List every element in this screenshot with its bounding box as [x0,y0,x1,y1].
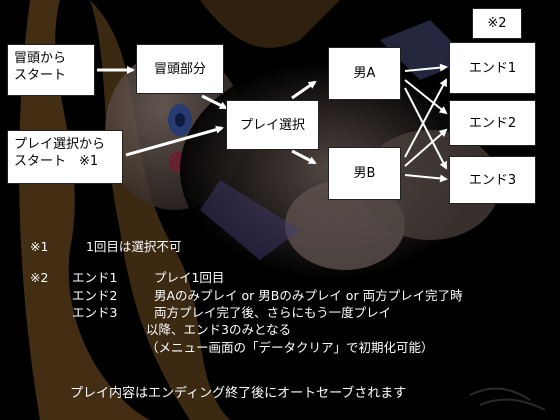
note2-ending-2: エンド2 [71,288,118,303]
arrow-mana-to-end3 [404,87,447,170]
note2-row-2: エンド2 男Aのみプレイ or 男Bのみプレイ or 両方プレイ完了時 [30,288,463,303]
arrow-manb-to-end3 [404,174,448,183]
arrow-select-to-mana [291,80,317,100]
man-b-box: 男B [328,147,401,200]
arrow-selectstart-to-select [125,125,224,157]
note2-text-1: プレイ1回目 [153,270,225,285]
note2-box: ※2 [472,8,522,39]
note1-label: ※1 [30,239,49,254]
note2-box-label: ※2 [487,16,507,31]
note2-cont2: （メニュー画面の「データクリア」で初期化可能） [146,340,434,355]
select-start-box-line1: プレイ選択から [14,137,106,152]
footer-note-text: プレイ内容はエンディング終了後にオートセーブされます [70,386,407,401]
arrow-opening-to-select [201,94,228,110]
select-start-box: プレイ選択から スタート ※1 [7,130,123,184]
note2-continuation-1: 以降、エンド3のみとなる [146,322,291,337]
note1: ※1 1回目は選択不可 [30,239,181,254]
arrow-mana-to-end2 [404,79,448,115]
start-box: 冒頭から スタート [7,44,95,96]
end2-box: エンド2 [449,100,536,146]
end1-box-label: エンド1 [468,60,517,76]
arrow-select-to-manb [291,149,317,165]
end2-box-label: エンド2 [468,115,517,131]
note2-label: ※2 [30,270,49,285]
footer-note: プレイ内容はエンディング終了後にオートセーブされます [70,386,406,401]
start-box-line1: 冒頭から [14,51,67,66]
note2-ending-1: エンド1 [71,270,118,285]
play-select-box: プレイ選択 [226,100,319,150]
end3-box: エンド3 [449,156,536,204]
man-a-box: 男A [328,47,401,100]
note2-cont1: 以降、エンド3のみとなる [146,322,292,337]
note1-text: 1回目は選択不可 [85,239,182,254]
man-a-box-label: 男A [353,66,376,81]
note2-row-1: ※2 エンド1 プレイ1回目 [30,270,224,285]
man-b-box-label: 男B [353,166,376,181]
opening-box-label: 冒頭部分 [153,61,206,77]
end3-box-label: エンド3 [468,172,517,188]
arrow-manb-to-end2 [404,128,448,167]
note2-continuation-2: （メニュー画面の「データクリア」で初期化可能） [146,340,434,355]
start-box-line2: スタート [14,68,67,83]
opening-box: 冒頭部分 [136,44,224,94]
end1-box: エンド1 [449,42,536,94]
note2-text-3: 両方プレイ完了後、さらにもう一度プレイ [153,305,392,320]
note2-text-2: 男Aのみプレイ or 男Bのみプレイ or 両方プレイ完了時 [153,288,463,303]
arrow-mana-to-end1 [404,63,448,72]
arrow-manb-to-end1 [404,78,447,158]
note2-row-3: エンド3 両方プレイ完了後、さらにもう一度プレイ [30,305,391,320]
note2-ending-3: エンド3 [71,305,118,320]
select-start-box-line2: スタート ※1 [14,154,99,169]
play-select-box-label: プレイ選択 [239,117,305,133]
